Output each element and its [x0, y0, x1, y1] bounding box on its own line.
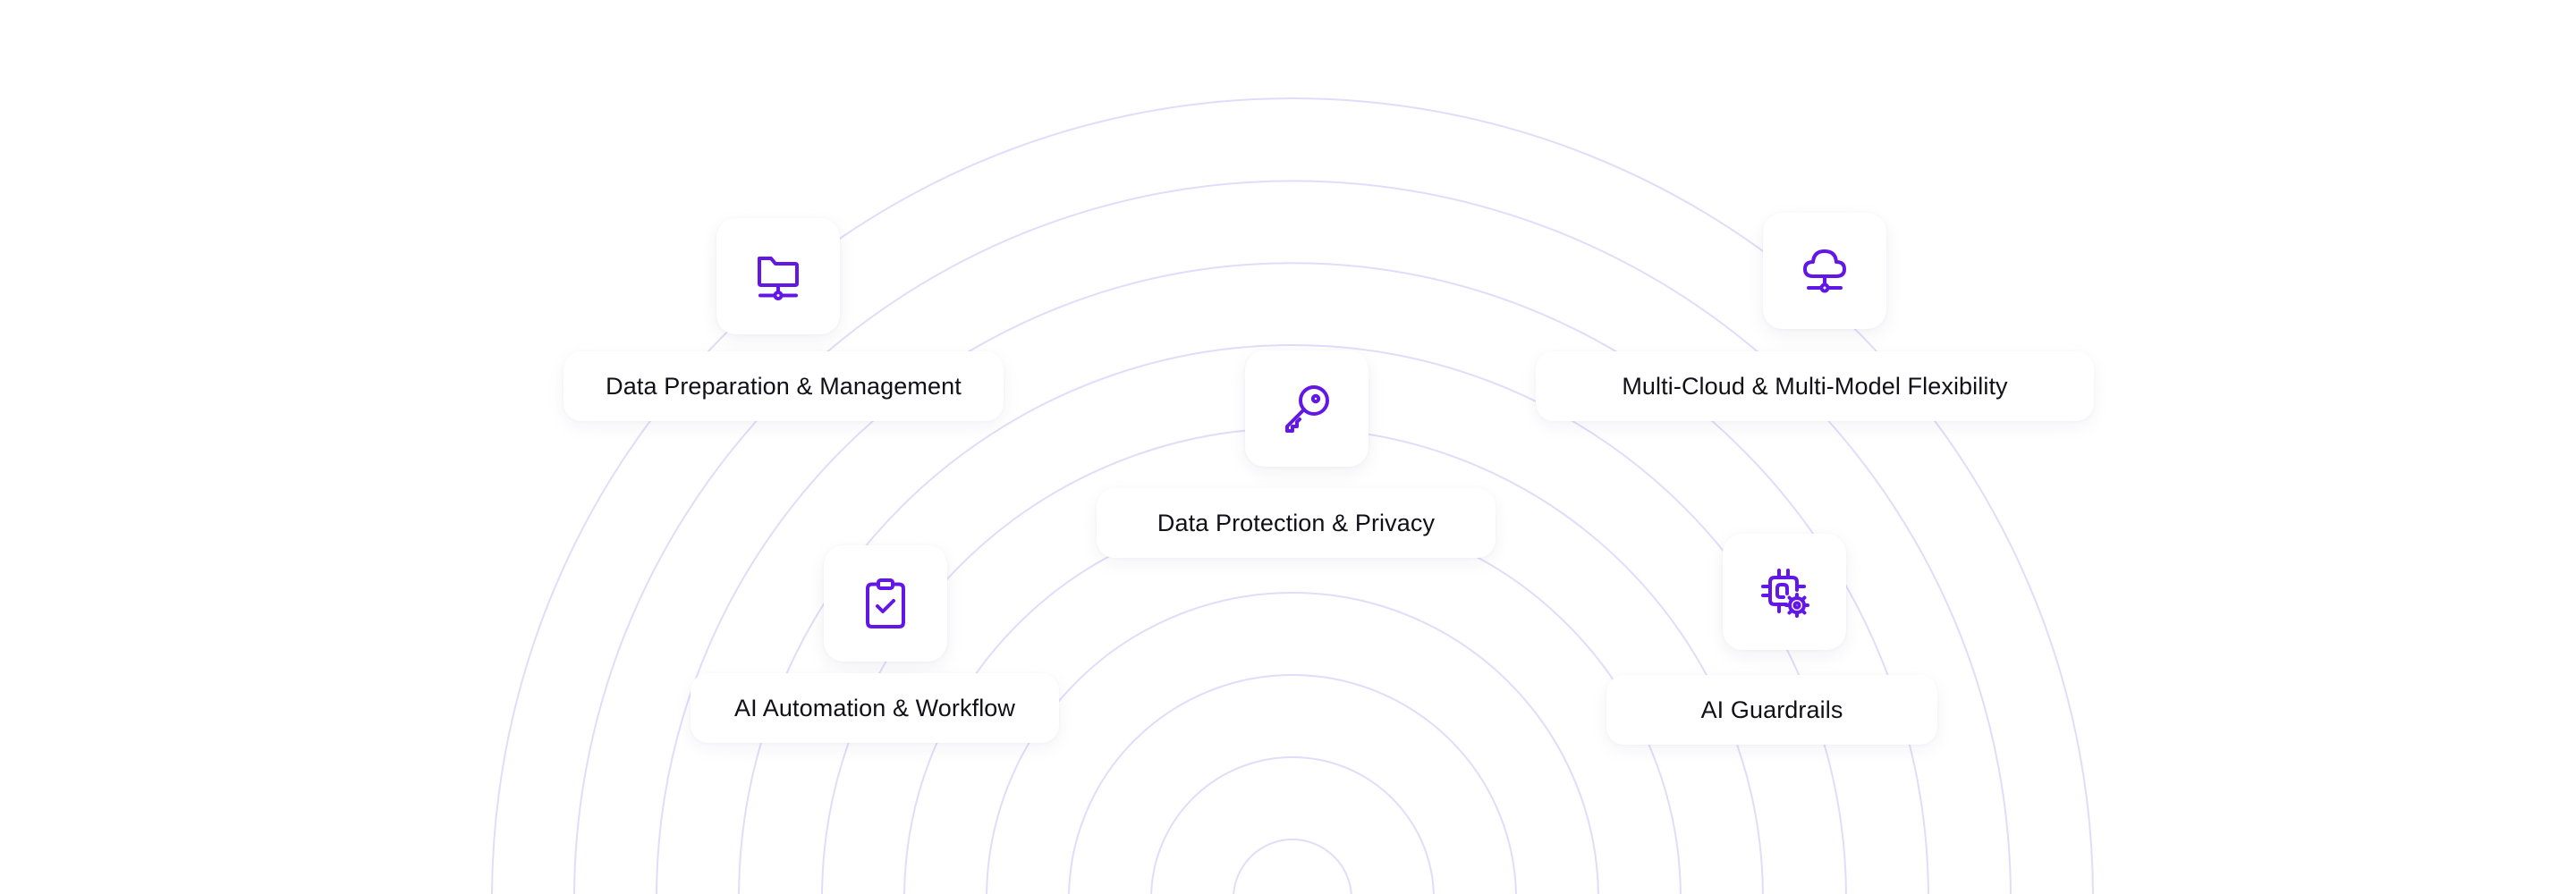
folder-network-icon [758, 257, 799, 300]
data-prep-label: Data Preparation & Management [564, 351, 1004, 421]
multi-cloud-label: Multi-Cloud & Multi-Model Flexibility [1536, 351, 2094, 421]
arc-ring [573, 180, 2012, 894]
data-protection-label: Data Protection & Privacy [1097, 488, 1496, 558]
ai-guardrails-label: AI Guardrails [1606, 675, 1937, 745]
ai-automation-icon-card [824, 545, 947, 662]
arc-ring [986, 592, 1599, 894]
arc-ring [491, 97, 2094, 894]
ai-automation-label: AI Automation & Workflow [691, 673, 1059, 743]
ai-guardrails-icon-card [1723, 534, 1846, 650]
multi-cloud-icon-card [1763, 213, 1886, 329]
cloud-network-icon [1803, 249, 1846, 293]
data-prep-icon-card [716, 218, 840, 334]
data-protection-icon-card [1245, 350, 1368, 467]
arc-ring [1068, 674, 1517, 894]
arc-ring [1233, 839, 1352, 894]
arc-ring [656, 262, 1929, 894]
arc-ring [1150, 756, 1435, 894]
key-icon [1285, 385, 1329, 433]
clipboard-check-icon [866, 578, 905, 628]
chip-gear-icon [1761, 569, 1809, 618]
